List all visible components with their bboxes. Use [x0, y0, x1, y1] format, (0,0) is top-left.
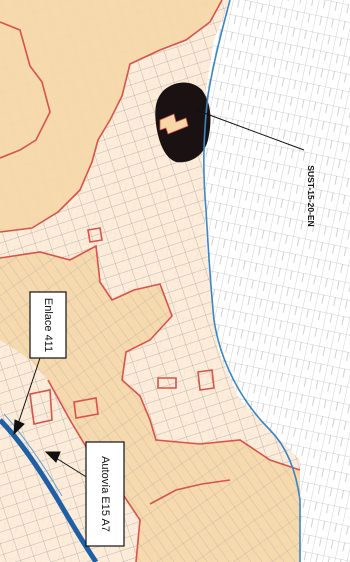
highway-edge: [3, 413, 63, 497]
parcel-mesh-south: [0, 246, 300, 562]
planning-boundaries: [0, 0, 301, 562]
interchange-label-text: Enlace 411: [42, 298, 54, 352]
plan-code-label: SUST-15-20-EN: [306, 165, 316, 226]
interchange-label: Enlace 411: [29, 291, 67, 359]
highway-road: [0, 418, 99, 562]
urban-zone-north: [0, 0, 222, 232]
highway-label-text: Autovía E15 A7: [99, 456, 111, 532]
highway-label: Autovía E15 A7: [85, 441, 125, 547]
sector-inner-parcel: [159, 113, 189, 135]
river: [203, 0, 301, 562]
leader-lines: [13, 109, 305, 479]
